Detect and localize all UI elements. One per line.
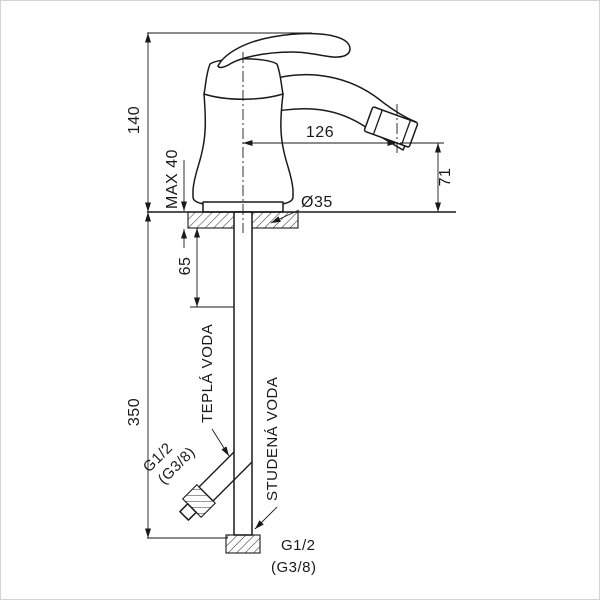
dim-126-label: 126: [306, 124, 334, 141]
label-hot-thread: G1/2 (G3/8): [140, 439, 199, 487]
faucet-cap: [203, 58, 284, 100]
faucet-lever-handle: [217, 32, 351, 69]
dim-71-label: 71: [437, 168, 454, 187]
dim-max40: MAX 40: [164, 149, 187, 248]
label-hot-water: TEPLÁ VODA: [199, 324, 230, 457]
dim-65: 65: [177, 228, 234, 308]
cold-water-pipe: [233, 211, 253, 536]
hot-pipe-fitting: [179, 483, 217, 521]
faucet-outline: [192, 32, 419, 213]
dim-71: 71: [400, 142, 454, 212]
hot-water-pipe-outer-edge: [198, 451, 235, 488]
leader-hot-water: [211, 428, 230, 457]
dimensions: 140 350 MAX 40 126 71 65: [126, 32, 454, 539]
cold-pipe-fitting: [225, 534, 261, 554]
aerator-collar: [363, 106, 419, 148]
cold-water-label: STUDENÁ VODA: [264, 377, 281, 501]
dim-140: 140: [126, 32, 312, 212]
dim-65-label: 65: [177, 257, 194, 276]
dim-126: 126: [243, 124, 397, 146]
hot-water-pipe-inner-edge: [212, 461, 253, 502]
dim-350-label: 350: [126, 398, 143, 426]
dim-140-label: 140: [126, 106, 143, 134]
hot-fitting-tip: [179, 503, 197, 521]
spout-outlet: [363, 106, 419, 148]
cold-thread-label: G1/2: [281, 537, 316, 554]
label-cold-thread: G1/2 (G3/8): [271, 537, 317, 576]
supply-pipes: [179, 211, 261, 554]
leader-cold-water: [254, 506, 278, 530]
aerator-ring: [400, 120, 412, 145]
dim-dia35-label: Ø35: [301, 194, 333, 211]
dim-350: 350: [126, 212, 228, 539]
hot-water-label: TEPLÁ VODA: [199, 324, 216, 423]
label-cold-water: STUDENÁ VODA: [254, 377, 281, 530]
cold-thread-alt-label: (G3/8): [271, 559, 317, 576]
leader-hole-diameter: [270, 209, 300, 224]
dim-dia35: Ø35: [270, 194, 333, 224]
aerator-ring: [372, 109, 383, 135]
dim-max40-label: MAX 40: [164, 149, 181, 209]
